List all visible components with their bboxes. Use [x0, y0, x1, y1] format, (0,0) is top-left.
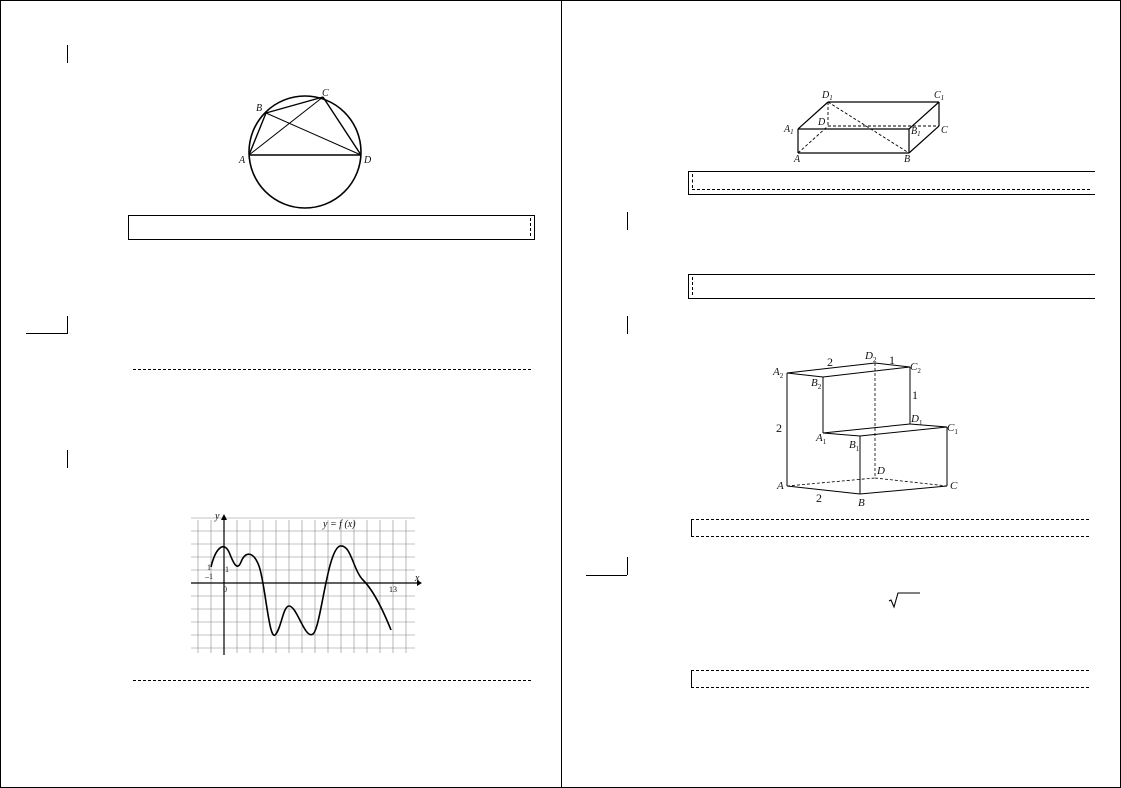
dimension-a-b: 2	[816, 491, 822, 505]
label-a1: A1	[783, 124, 794, 136]
page-divider	[561, 0, 562, 788]
function-graph: y x y = f (x) 0 1 –1 1 13	[191, 511, 422, 655]
function-curve	[210, 545, 392, 636]
question-marker	[67, 45, 68, 63]
unit-x-label: 1	[207, 563, 211, 572]
answer-box-top	[688, 171, 1095, 172]
label-c1: C1	[934, 90, 944, 102]
label-c: C	[941, 125, 948, 136]
parallelepiped-figure: A B C D A1 B1 C1 D1	[783, 90, 948, 165]
chord-bc	[265, 96, 324, 114]
dimension-left-height: 2	[776, 421, 782, 435]
x-axis-label: x	[414, 573, 420, 584]
answer-box-divider	[692, 174, 693, 188]
question-marker	[627, 212, 628, 230]
answer-box[interactable]	[691, 670, 1089, 688]
dimension-a2-d2: 2	[827, 355, 833, 369]
label-d1: D1	[821, 90, 833, 102]
dimension-d2-c2: 1	[889, 353, 895, 367]
question-marker-underline	[586, 575, 627, 576]
answer-box-divider	[530, 218, 531, 236]
answer-box[interactable]	[691, 519, 1089, 537]
function-label: y = f (x)	[322, 519, 356, 530]
y-axis-label: y	[214, 511, 220, 522]
answer-box-bottom	[688, 298, 1095, 299]
question-marker-underline	[26, 333, 67, 334]
square-root-sign	[888, 592, 920, 609]
label-b: B	[256, 103, 262, 114]
label-b: B	[904, 154, 910, 165]
answer-line[interactable]	[133, 680, 531, 681]
unit-y-label: 1	[225, 565, 229, 574]
label-a1: A1	[815, 432, 827, 446]
label-a: A	[793, 154, 801, 165]
x-axis-arrow	[417, 580, 422, 586]
origin-label: 0	[223, 585, 227, 594]
label-d2: D2	[864, 350, 877, 364]
label-d: D	[817, 117, 826, 128]
answer-box-left	[691, 519, 692, 537]
label-a: A	[238, 155, 246, 166]
label-b: B	[858, 497, 865, 509]
diagonal-bd	[265, 112, 362, 156]
chord-cd	[322, 96, 362, 156]
label-b1: B1	[911, 126, 921, 138]
label-c2: C2	[910, 361, 921, 375]
label-d1: D1	[910, 413, 923, 427]
answer-box-left[interactable]	[688, 274, 689, 299]
neg-one-label: –1	[204, 572, 213, 581]
label-a: A	[776, 480, 784, 492]
circle	[248, 95, 362, 209]
label-b2: B2	[811, 377, 822, 391]
label-d: D	[363, 155, 372, 166]
graph-grid	[191, 517, 415, 653]
label-c1: C1	[947, 422, 958, 436]
step-solid-figure: A2 B2 C2 D2 A1 B1 C1 D1 A B C D 2 1 1 2 …	[772, 350, 958, 509]
answer-box-left	[691, 670, 692, 688]
label-b1: B1	[849, 439, 860, 453]
answer-box-bottom	[688, 194, 1095, 195]
question-marker	[627, 557, 628, 575]
y-axis-arrow	[221, 514, 227, 520]
label-a2: A2	[772, 366, 784, 380]
question-marker	[67, 316, 68, 334]
answer-box[interactable]	[128, 215, 535, 240]
diagonal-ac	[248, 96, 324, 156]
question-marker	[67, 450, 68, 468]
chord-ab	[248, 112, 267, 156]
dimension-c2-d1: 1	[912, 388, 918, 402]
label-d: D	[876, 465, 885, 477]
label-c: C	[950, 480, 958, 492]
answer-line[interactable]	[133, 369, 531, 370]
answer-box-divider	[692, 277, 693, 295]
answer-box-left	[688, 171, 689, 195]
answer-line[interactable]	[692, 189, 1090, 190]
circle-figure: A B C D	[238, 88, 372, 209]
answer-box-top	[688, 274, 1095, 275]
label-c: C	[322, 88, 329, 99]
x-max-label: 13	[389, 585, 397, 594]
question-marker	[627, 316, 628, 334]
